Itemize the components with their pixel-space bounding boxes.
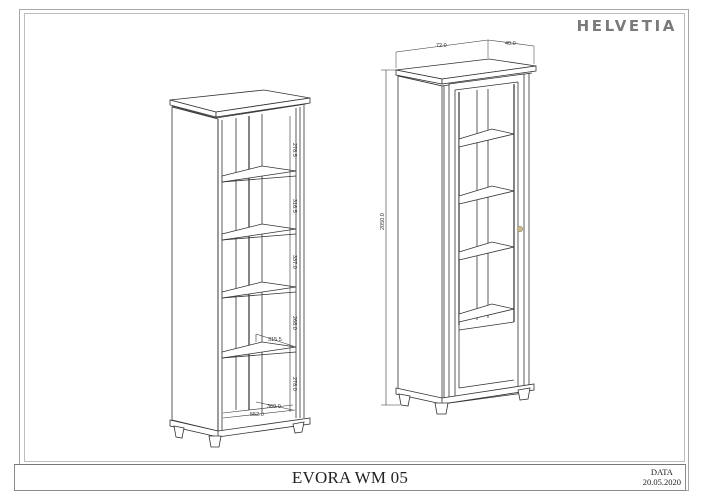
dim-height: 2050.0 (380, 213, 386, 230)
dim-shelf-depth: 315.5 (268, 337, 282, 343)
date-label: DATA (650, 467, 673, 477)
door-knob-icon (516, 225, 524, 233)
dim-depth: 40.0 (505, 41, 516, 47)
model-title: EVORA WM 05 (291, 468, 409, 487)
dim-width: 72.0 (436, 43, 447, 49)
title-block: EVORA WM 05 DATA 20.05.2020 (14, 464, 686, 491)
dim-shelf-gap-1: 278.5 (291, 143, 297, 157)
dim-shelf-gap-2: 316.5 (291, 199, 297, 213)
drawing-frame-inner (24, 13, 685, 462)
open-bookcase-view (169, 89, 311, 448)
dim-shelf-gap-3: 337.0 (291, 255, 297, 269)
dim-shelf-gap-5: 278.0 (291, 377, 297, 391)
closed-cabinet-view (381, 39, 537, 415)
date-block: DATA 20.05.2020 (643, 467, 681, 487)
brand-logo: HELVETIA (576, 17, 677, 35)
dim-inner-depth: 360.0 (267, 404, 281, 410)
dim-inner-width: 552.0 (250, 412, 264, 418)
date-value: 20.05.2020 (642, 477, 681, 487)
dim-shelf-gap-4: 268.0 (291, 316, 297, 330)
